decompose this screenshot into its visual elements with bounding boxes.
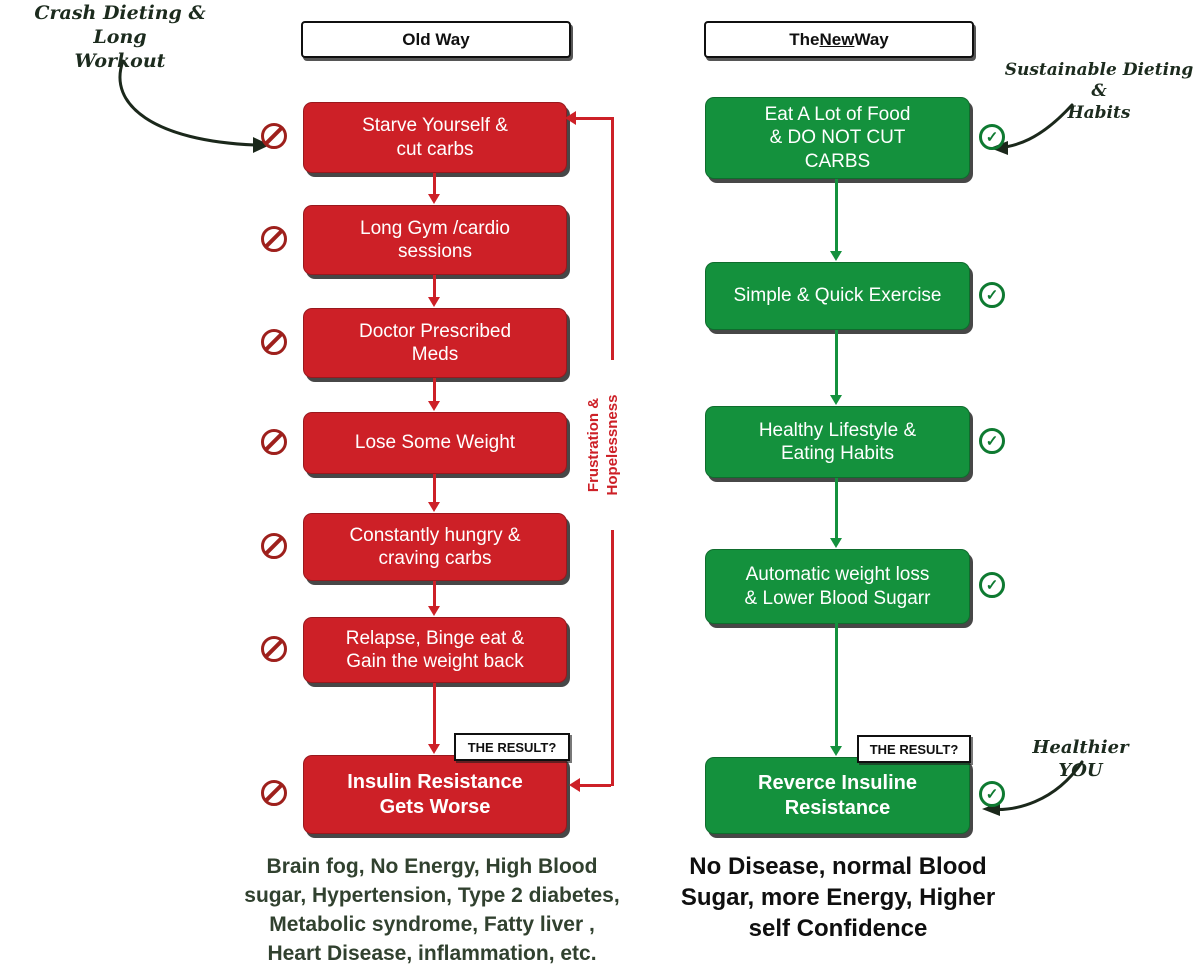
new-step-label: Simple & Quick Exercise [733, 285, 942, 307]
new-result-label: Reverce Insuline Resistance [758, 772, 917, 819]
old-step-box-relapse: Relapse, Binge eat & Gain the weight bac… [303, 617, 567, 683]
flow-arrow-down-icon [428, 173, 440, 204]
old-step-label: Doctor Prescribed Meds [358, 320, 512, 365]
new-way-outcome-text: No Disease, normal Blood Sugar, more Ene… [680, 853, 996, 943]
new-result-tag: THE RESULT? [857, 735, 971, 763]
loop-line-top [576, 117, 611, 120]
loop-line-bottom [580, 784, 611, 787]
crash-dieting-note: Crash Dieting & Long Workout [34, 2, 206, 72]
new-way-header: The New Way [704, 21, 974, 58]
prohibited-icon [261, 226, 287, 252]
check-icon: ✓ [979, 572, 1005, 598]
flow-arrow-down-icon [830, 623, 842, 756]
old-way-header: Old Way [301, 21, 571, 58]
flow-arrow-down-icon [428, 683, 440, 754]
old-result-label: Insulin Resistance Gets Worse [347, 771, 523, 818]
old-step-label: Constantly hungry & craving carbs [349, 524, 521, 569]
check-icon: ✓ [979, 124, 1005, 150]
new-step-label: Automatic weight loss & Lower Blood Suga… [744, 564, 931, 609]
new-way-header-underlined: New [819, 29, 855, 49]
old-way-outcome-text: Brain fog, No Energy, High Blood sugar, … [244, 855, 620, 965]
flow-arrow-down-icon [428, 581, 440, 616]
check-icon: ✓ [979, 781, 1005, 807]
loop-arrowhead-icon [569, 778, 580, 792]
new-way-header-post: Way [854, 29, 889, 49]
old-result-box: Insulin Resistance Gets Worse [303, 755, 567, 834]
old-step-box-hungry: Constantly hungry & craving carbs [303, 513, 567, 581]
flow-arrow-down-icon [830, 478, 842, 548]
flow-arrow-down-icon [830, 330, 842, 405]
flow-arrow-down-icon [428, 275, 440, 307]
prohibited-icon [261, 123, 287, 149]
check-icon: ✓ [979, 428, 1005, 454]
old-result-tag: THE RESULT? [454, 733, 570, 761]
prohibited-icon [261, 533, 287, 559]
flow-arrow-down-icon [830, 179, 842, 261]
new-way-header-pre: The [789, 29, 820, 49]
new-step-box-eat: Eat A Lot of Food & DO NOT CUT CARBS [705, 97, 970, 179]
check-icon: ✓ [979, 282, 1005, 308]
old-way-header-label: Old Way [402, 29, 470, 49]
prohibited-icon [261, 429, 287, 455]
flow-arrow-down-icon [428, 378, 440, 411]
old-step-label: Lose Some Weight [354, 432, 516, 454]
frustration-loop-label: Frustration & Hopelessness [580, 360, 626, 530]
new-step-box-exercise: Simple & Quick Exercise [705, 262, 970, 330]
old-step-box-gym: Long Gym /cardio sessions [303, 205, 567, 275]
old-step-label: Long Gym /cardio sessions [360, 217, 510, 262]
old-step-label: Starve Yourself & cut carbs [362, 115, 508, 160]
healthier-you-note: Healthier YOU [1032, 737, 1129, 781]
sustainable-dieting-note: Sustainable Dieting & Habits [1004, 60, 1194, 123]
old-step-box-lose-weight: Lose Some Weight [303, 412, 567, 474]
old-step-label: Relapse, Binge eat & Gain the weight bac… [345, 627, 525, 672]
flow-arrow-down-icon [428, 474, 440, 512]
new-step-box-weight-loss: Automatic weight loss & Lower Blood Suga… [705, 549, 970, 624]
sustainable-note-arrow-icon [990, 103, 1074, 155]
old-step-box-meds: Doctor Prescribed Meds [303, 308, 567, 378]
prohibited-icon [261, 329, 287, 355]
old-step-box-starve: Starve Yourself & cut carbs [303, 102, 567, 173]
crash-note-arrow-icon [118, 59, 270, 153]
new-result-box: Reverce Insuline Resistance [705, 757, 970, 834]
prohibited-icon [261, 636, 287, 662]
prohibited-icon [261, 780, 287, 806]
new-step-label: Eat A Lot of Food & DO NOT CUT CARBS [764, 104, 911, 172]
new-step-label: Healthy Lifestyle & Eating Habits [758, 419, 917, 464]
loop-arrowhead-icon [565, 111, 576, 125]
new-step-box-lifestyle: Healthy Lifestyle & Eating Habits [705, 406, 970, 478]
